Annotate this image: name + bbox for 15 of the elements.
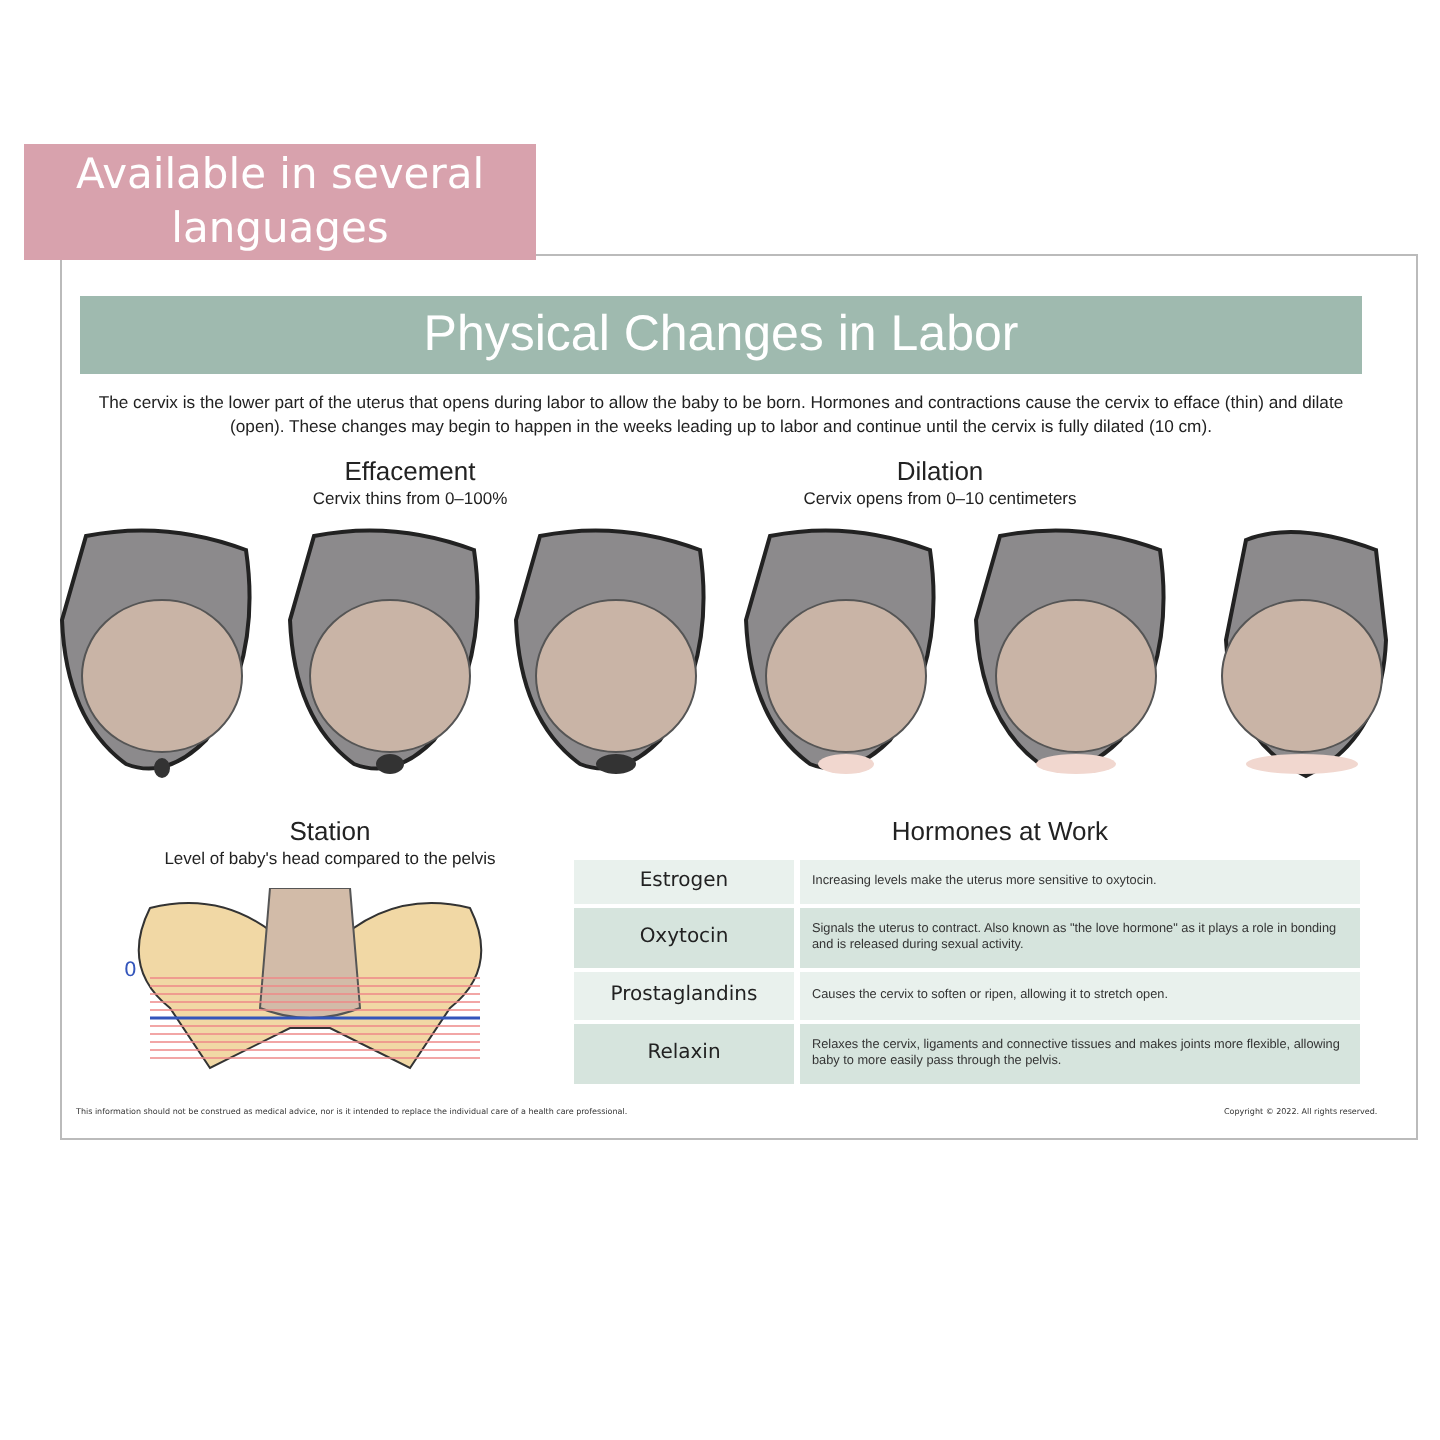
section-subheading: Level of baby's head compared to the pelvis xyxy=(162,848,498,868)
section-heading: Hormones at Work xyxy=(889,816,1111,846)
table-cell: Oxytocin xyxy=(574,908,794,968)
section-subheading: Cervix opens from 0–10 centimeters xyxy=(801,488,1079,508)
table-cell: Prostaglandins xyxy=(574,972,794,1020)
section-subheading: Cervix thins from 0–100% xyxy=(310,488,510,508)
section-heading: Effacement xyxy=(342,456,478,486)
title-bar: Physical Changes in Labor xyxy=(80,296,1362,374)
section-heading: Station xyxy=(287,816,373,846)
section-heading: Dilation xyxy=(894,456,986,486)
table-cell: Estrogen xyxy=(574,860,794,904)
scale-number: 0 xyxy=(124,960,137,984)
intro-text: The cervix is the lower part of the uterus that opens during labor to allow the baby to be born. Hormones and contractions cause the cervix to efface (thin) and dilate (open). These changes may begin to happen in the weeks leading up to labor and continue until the cervix is fully dilated (10 cm). xyxy=(96,390,1346,438)
banner: Available in several languages xyxy=(24,144,536,260)
table-cell: Relaxin xyxy=(574,1024,794,1084)
